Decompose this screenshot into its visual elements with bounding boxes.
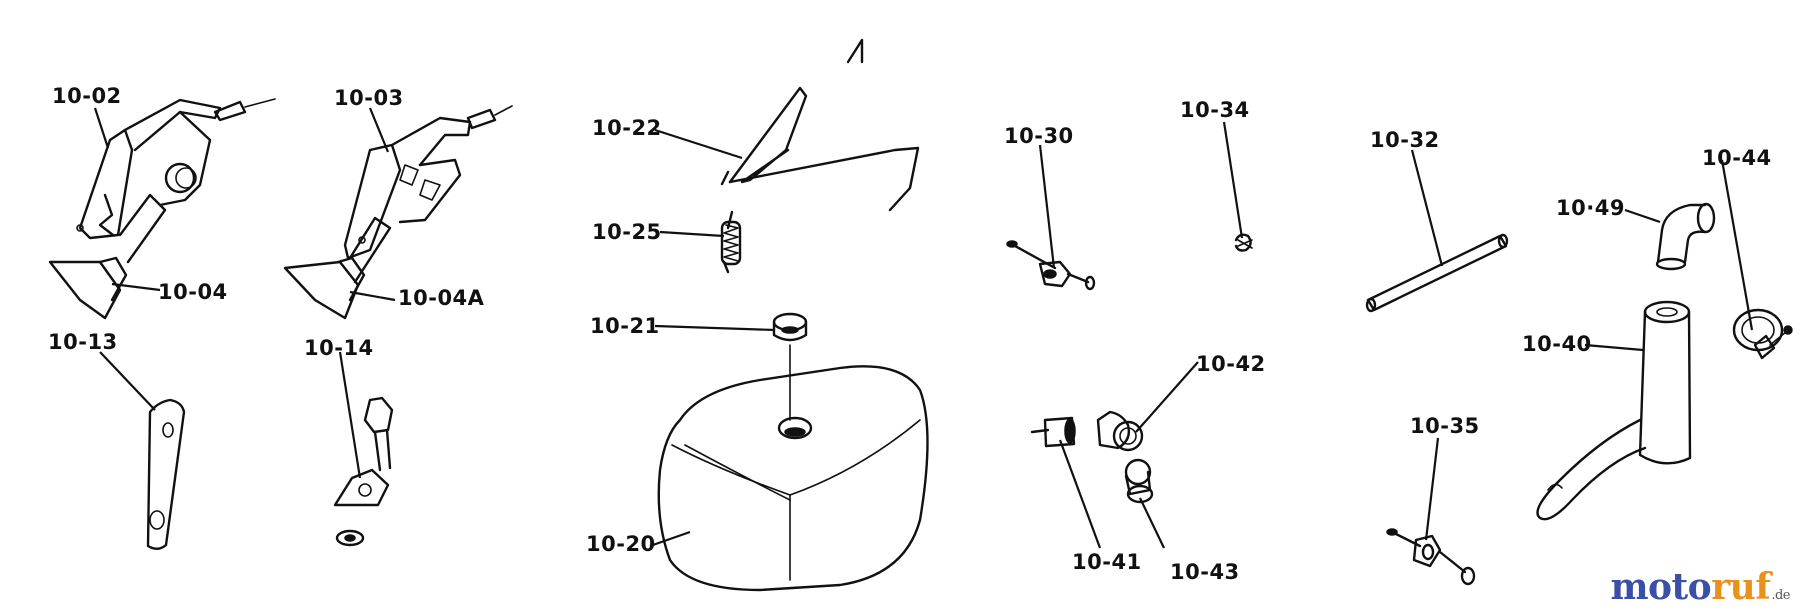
logo-tld: .de — [1771, 588, 1790, 603]
label-10-32: 10-32 — [1370, 128, 1440, 152]
label-10-02: 10-02 — [52, 84, 122, 108]
label-10-21: 10-21 — [590, 314, 660, 338]
label-10-41: 10-41 — [1072, 550, 1142, 574]
label-10-43: 10-43 — [1170, 560, 1240, 584]
bracket-bolt-10-14 — [333, 396, 394, 547]
throttle-control-10-03 — [283, 105, 513, 320]
label-10-44: 10-44 — [1702, 146, 1772, 170]
elbow-hose-10-49 — [1655, 202, 1716, 271]
logo-part-moto: moto — [1610, 566, 1712, 608]
rod-10-32 — [1365, 233, 1509, 313]
strap-10-13 — [146, 398, 186, 550]
label-10-03: 10-03 — [334, 86, 404, 110]
label-10-34: 10-34 — [1180, 98, 1250, 122]
fittings-10-41-10-42-10-43 — [1030, 410, 1154, 504]
label-10-42: 10-42 — [1196, 352, 1266, 376]
throttle-control-10-02 — [48, 98, 276, 320]
label-10-20: 10-20 — [586, 532, 656, 556]
label-10-04: 10-04 — [158, 280, 228, 304]
muffler-10-40 — [1536, 300, 1692, 521]
leader-lines — [93, 107, 1754, 549]
petcock-10-30 — [1006, 240, 1096, 291]
clip-10-34 — [1234, 233, 1253, 252]
label-10-30: 10-30 — [1004, 124, 1074, 148]
petcock-10-35 — [1386, 528, 1476, 586]
label-10-13: 10-13 — [48, 330, 118, 354]
label-10-25: 10-25 — [592, 220, 662, 244]
spring-10-25 — [720, 210, 742, 274]
label-10-35: 10-35 — [1410, 414, 1480, 438]
label-10-04a: 10-04A — [398, 286, 485, 310]
label-10-22: 10-22 — [592, 116, 662, 140]
logo-part-ruf: ruf — [1711, 566, 1771, 608]
fuel-cap-10-21 — [772, 312, 808, 421]
label-10-14: 10-14 — [304, 336, 374, 360]
label-10-40: 10-40 — [1522, 332, 1592, 356]
label-10-49: 10·49 — [1556, 196, 1625, 220]
fuel-tank-10-20 — [657, 365, 929, 592]
wire-bracket-10-22 — [720, 38, 920, 212]
clamp-10-44 — [1732, 308, 1793, 360]
motoruf-logo: motoruf.de — [1610, 566, 1790, 608]
